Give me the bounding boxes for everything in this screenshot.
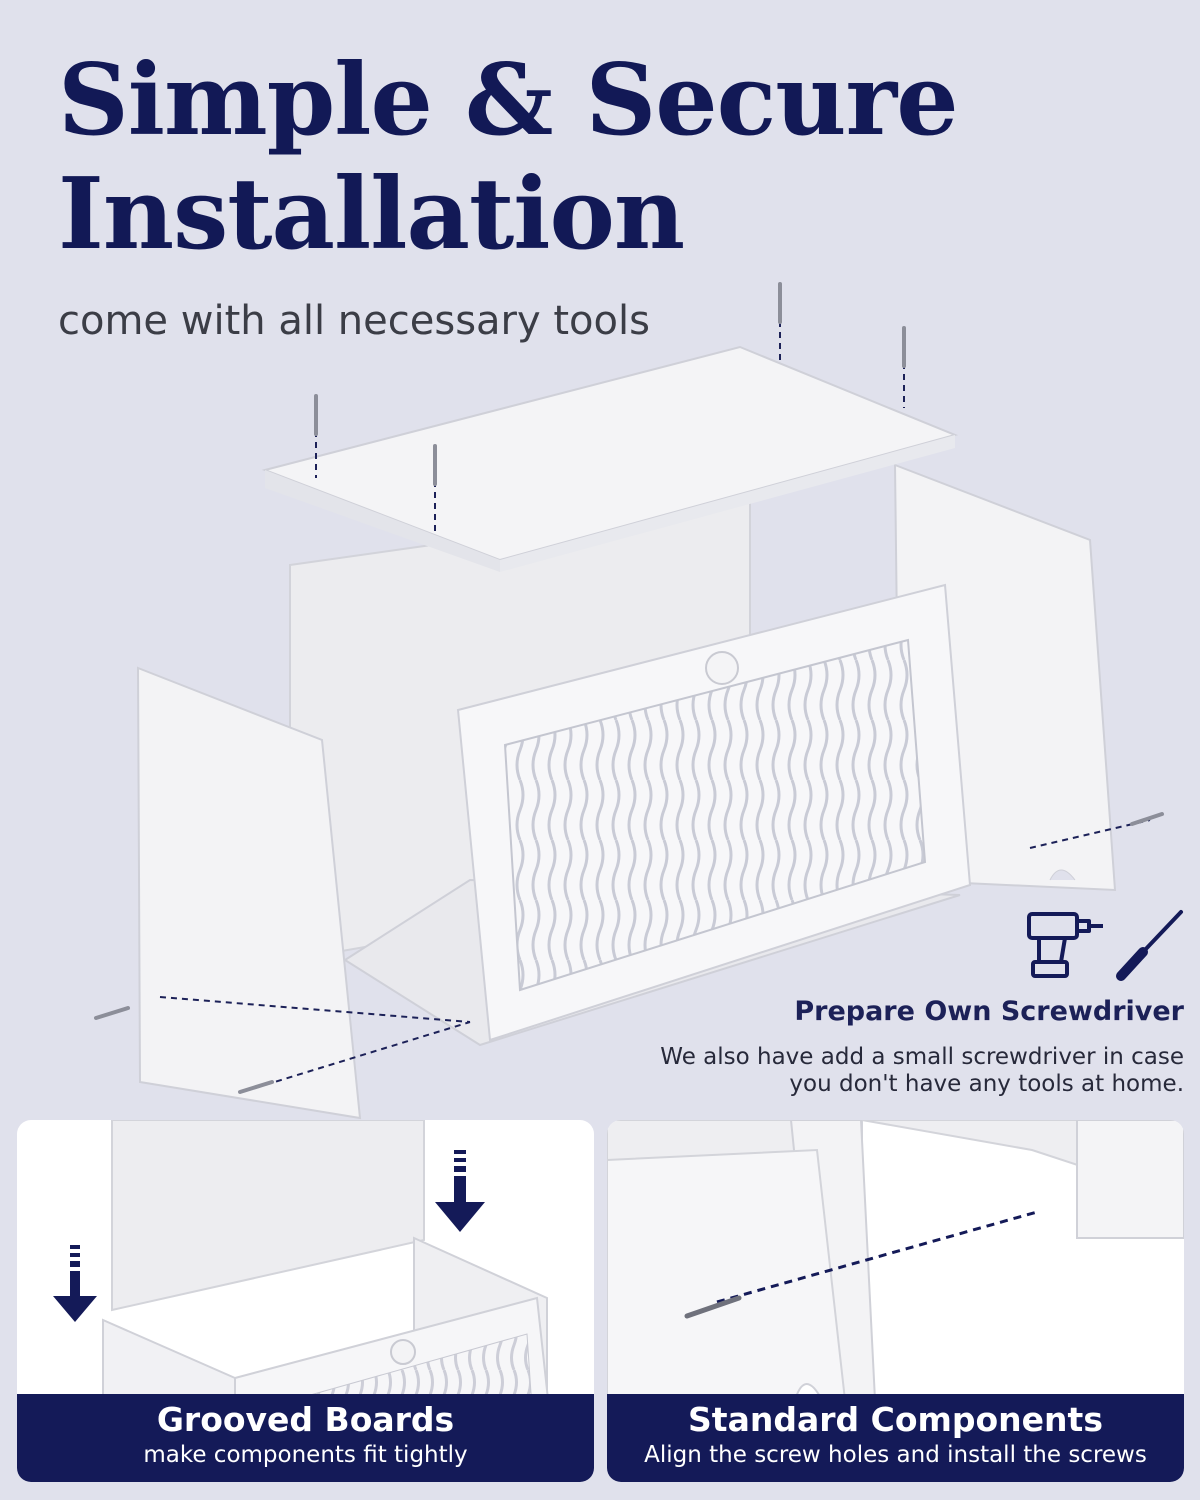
door-glass [503, 638, 927, 992]
left-side-panel [136, 666, 362, 1120]
screw [1130, 812, 1164, 826]
standard-components-illustration [607, 1120, 1184, 1401]
screw-guides [159, 310, 1151, 1089]
grooved-boards-title: Grooved Boards [156, 1400, 455, 1439]
standard-components-card: Standard Components Align the screw hole… [607, 1120, 1184, 1482]
screw [684, 1295, 742, 1319]
screws [94, 282, 1164, 1094]
screw [238, 1080, 274, 1094]
prepare-screwdriver-title: Prepare Own Screwdriver [794, 996, 1184, 1027]
title-line-1: Simple & Secure [58, 43, 959, 158]
arrow-down-icon [53, 1245, 97, 1322]
screw [94, 1006, 130, 1020]
door-knob [390, 1339, 416, 1365]
grooved-boards-subtitle: make components fit tightly [143, 1442, 468, 1468]
cabinet-exploded-illustration [94, 282, 1164, 1120]
grooved-boards-banner: Grooved Boards make components fit tight… [17, 1394, 594, 1482]
screwdriver-icon [1116, 910, 1183, 981]
prepare-screwdriver-description: We also have add a small screwdriver in … [564, 1044, 1184, 1098]
door-knob [705, 651, 739, 685]
page-subtitle: come with all necessary tools [58, 298, 650, 344]
standard-components-banner: Standard Components Align the screw hole… [607, 1394, 1184, 1482]
tool-icons [1027, 910, 1183, 981]
drill-icon [1027, 912, 1103, 978]
standard-components-subtitle: Align the screw holes and install the sc… [644, 1442, 1147, 1468]
standard-components-title: Standard Components [688, 1400, 1103, 1439]
top-board [261, 345, 959, 562]
description-line-1: We also have add a small screwdriver in … [660, 1044, 1184, 1070]
grooved-boards-card: Grooved Boards make components fit tight… [17, 1120, 594, 1482]
arrow-down-icon [435, 1150, 485, 1232]
title-line-2: Installation [58, 157, 685, 272]
description-line-2: you don't have any tools at home. [789, 1071, 1184, 1097]
page-title: Simple & Secure Installation [58, 43, 959, 272]
